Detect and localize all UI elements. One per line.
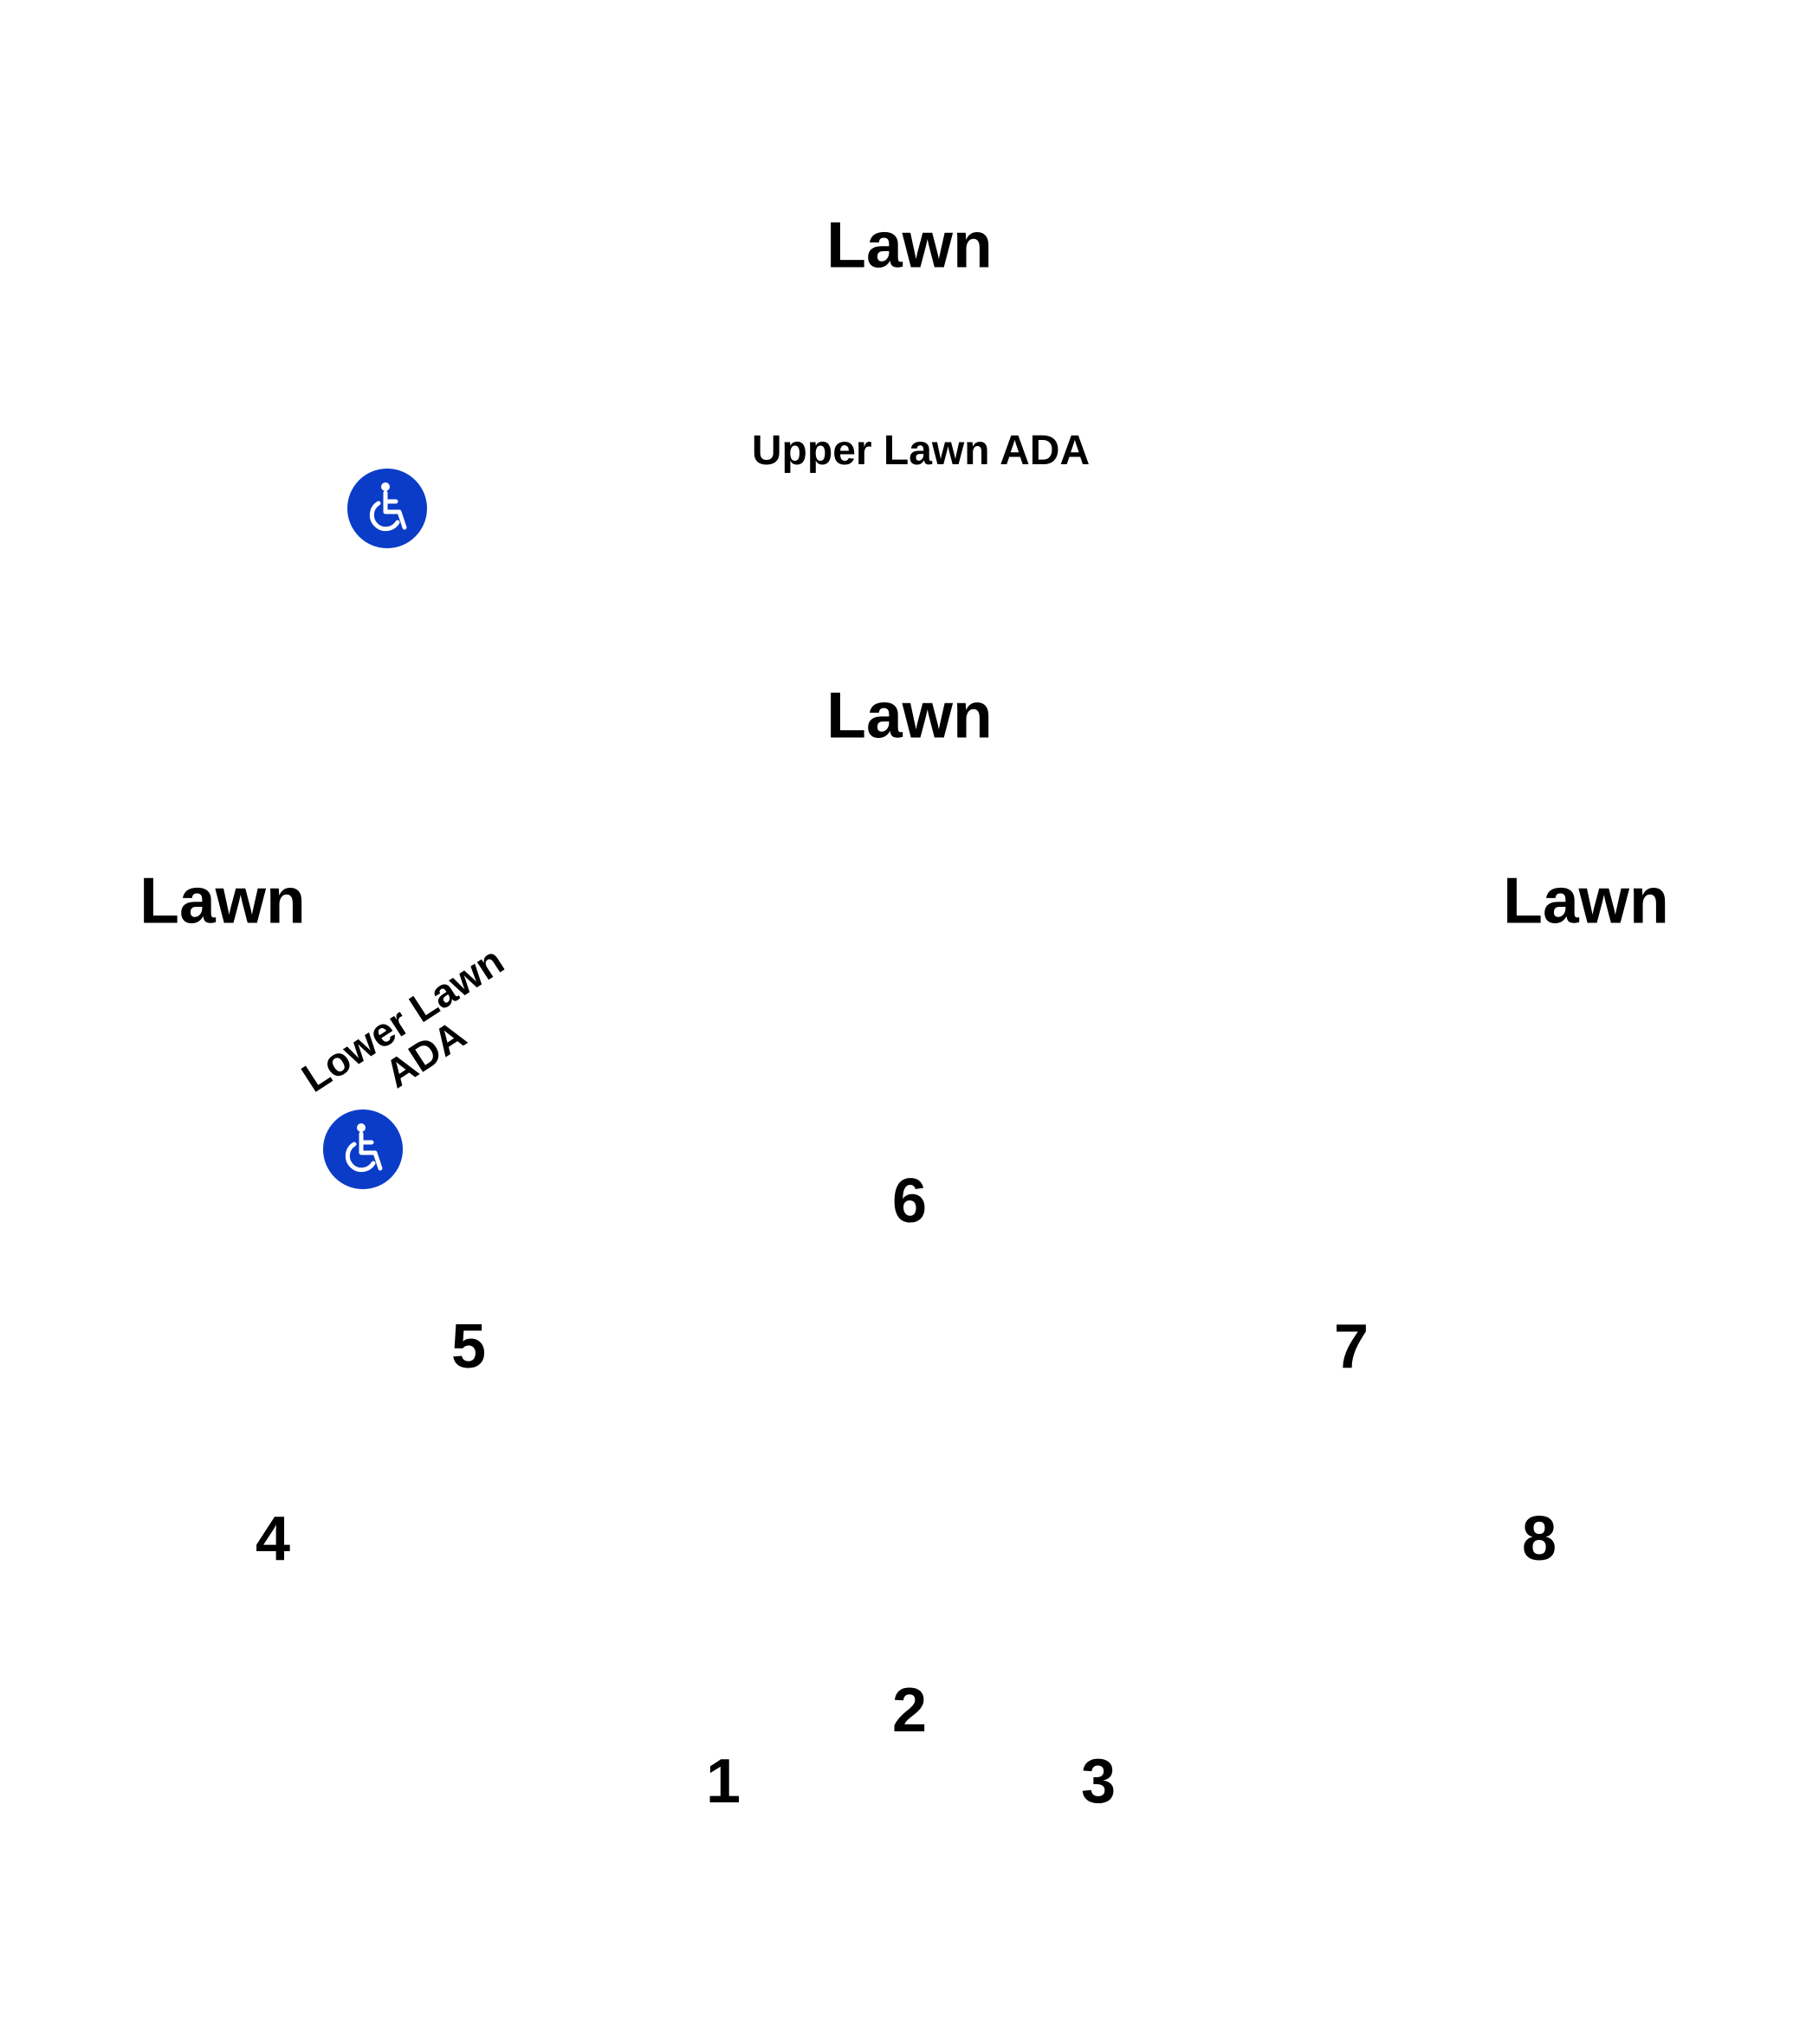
section-1[interactable]: 1 xyxy=(705,1747,741,1816)
wheelchair-accessible-icon[interactable] xyxy=(323,1109,403,1189)
section-6[interactable]: 6 xyxy=(891,1167,928,1236)
upper-lawn-ada-label: Upper Lawn ADA xyxy=(751,428,1091,474)
section-4[interactable]: 4 xyxy=(255,1504,291,1574)
lawn-label-middle[interactable]: Lawn xyxy=(826,678,993,752)
lower-lawn-ada-label: Lower Lawn ADA xyxy=(294,937,534,1135)
lawn-label-top[interactable]: Lawn xyxy=(826,208,993,281)
wheelchair-accessible-icon[interactable] xyxy=(347,469,427,548)
section-7[interactable]: 7 xyxy=(1333,1312,1369,1381)
section-8[interactable]: 8 xyxy=(1521,1504,1557,1574)
section-5[interactable]: 5 xyxy=(450,1312,487,1381)
section-2[interactable]: 2 xyxy=(891,1676,928,1745)
lawn-label-right[interactable]: Lawn xyxy=(1503,864,1669,937)
lawn-label-left[interactable]: Lawn xyxy=(139,864,306,937)
section-3[interactable]: 3 xyxy=(1080,1747,1117,1816)
